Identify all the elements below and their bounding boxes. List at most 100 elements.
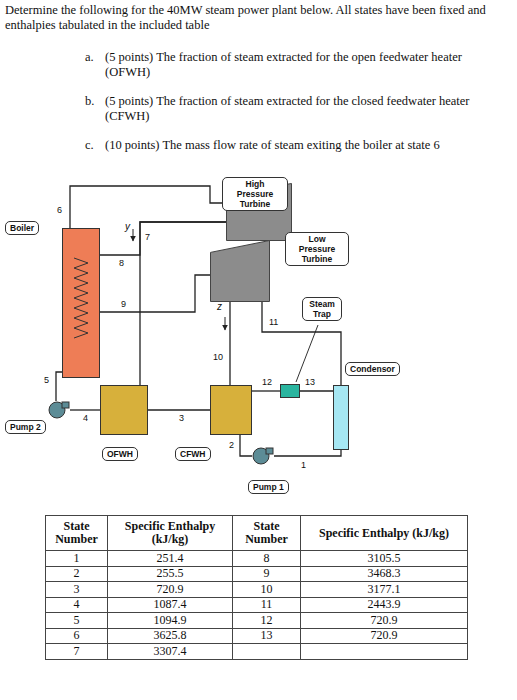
turbine-body <box>211 241 270 302</box>
table-value: 13 <box>261 629 273 642</box>
table-cell: 720.9 <box>300 612 468 629</box>
table-value: 10 <box>261 583 273 596</box>
state-number: 10 <box>212 352 224 362</box>
table-value: 5 <box>74 614 80 627</box>
component-label: OFWH <box>102 447 138 461</box>
pipe-connector <box>300 390 333 391</box>
table-value: 3625.8 <box>154 629 187 642</box>
table-value: 1087.4 <box>154 598 187 611</box>
pipe-connector <box>274 450 341 456</box>
question-text: (5 points) The fraction of steam extract… <box>105 50 495 80</box>
table-cell: 10 <box>232 581 301 598</box>
condenser-shape <box>333 385 349 450</box>
table-value: 720.9 <box>371 629 398 642</box>
pump: Pump 1 <box>252 447 274 465</box>
steam-trap-shape <box>280 384 300 398</box>
state-number: 2 <box>228 440 235 450</box>
question-text: (10 points) The mass flow rate of steam … <box>105 138 495 153</box>
pump-outlet <box>62 402 69 408</box>
table-cell <box>232 643 301 660</box>
table-value: 4 <box>74 598 80 611</box>
fraction-symbol: y <box>124 222 131 232</box>
table-value: 2443.9 <box>368 598 401 611</box>
table-cell: 2443.9 <box>300 597 468 614</box>
item-letter: b. <box>85 94 94 109</box>
table-cell <box>300 643 468 660</box>
table-cell: 720.9 <box>300 628 468 645</box>
pipe-connector <box>148 409 210 410</box>
item-letter: c. <box>85 138 94 153</box>
table-cell: 6 <box>45 628 108 645</box>
state-number: 13 <box>304 377 316 387</box>
table-cell: 8 <box>232 550 301 567</box>
boiler-body <box>63 229 100 378</box>
table-value: 1094.9 <box>154 614 187 627</box>
component-label: Low Pressure Turbine <box>285 232 349 266</box>
table-value: 251.4 <box>157 552 184 565</box>
table-cell: 5 <box>45 612 108 629</box>
table-value: 8 <box>264 552 270 565</box>
pipe-connector <box>70 409 100 410</box>
pipe-connector <box>240 435 252 456</box>
closed-feedwater-heater-shape <box>210 385 252 435</box>
table-cell: 3105.5 <box>300 550 468 567</box>
flow-arrow <box>133 229 134 241</box>
table-cell: 1094.9 <box>107 612 233 629</box>
table-cell: Specific Enthalpy (kJ/kg) <box>107 515 233 551</box>
state-number: 12 <box>261 377 273 387</box>
pump-outlet <box>266 448 273 454</box>
table-header: Specific Enthalpy (kJ/kg) <box>108 520 232 546</box>
table-value: 12 <box>261 614 273 627</box>
table-value: 7 <box>74 645 80 658</box>
pipe-connector <box>56 372 62 401</box>
state-number: 3 <box>178 413 185 423</box>
boiler: Boiler <box>62 228 100 378</box>
table-value: 1 <box>74 552 80 565</box>
low-pressure-turbine-shape <box>210 240 270 302</box>
component-label: CFWH <box>175 447 211 461</box>
table-cell: 12 <box>232 612 301 629</box>
table-cell: 3177.1 <box>300 581 468 598</box>
open-feedwater-heater: OFWH <box>100 385 148 435</box>
state-number: 4 <box>82 413 89 423</box>
table-cell: State Number <box>45 515 108 551</box>
table-value: 9 <box>264 567 270 580</box>
table-value: 3 <box>74 583 80 596</box>
table-value: 3307.4 <box>154 645 187 658</box>
state-number: 6 <box>56 205 63 215</box>
component-label: High Pressure Turbine <box>222 177 288 211</box>
table-cell: 3468.3 <box>300 566 468 583</box>
table-cell: 3 <box>45 581 108 598</box>
steam-trap: Steam Trap <box>280 384 300 398</box>
problem-statement: Determine the following for the 40MW ste… <box>5 3 495 33</box>
state-number: 8 <box>118 258 125 268</box>
table-value: 3177.1 <box>368 583 401 596</box>
table-cell: 1 <box>45 550 108 567</box>
table-cell: 4 <box>45 597 108 614</box>
table-value: 2 <box>74 567 80 580</box>
table-cell: 2 <box>45 566 108 583</box>
pipe-connector <box>140 222 226 385</box>
component-label: Boiler <box>5 221 39 235</box>
table-header: State Number <box>46 520 107 546</box>
closed-feedwater-heater: CFWH <box>210 385 252 435</box>
table-cell: 720.9 <box>107 581 233 598</box>
table-cell: 1087.4 <box>107 597 233 614</box>
boiler-coil <box>74 258 88 338</box>
fraction-symbol: z <box>216 302 223 312</box>
pipe-connector <box>100 222 226 255</box>
pump-shape <box>48 401 70 419</box>
state-number: 1 <box>300 460 307 470</box>
table-value: 720.9 <box>157 583 184 596</box>
table-value: 255.5 <box>157 567 184 580</box>
table-cell: 3625.8 <box>107 628 233 645</box>
table-cell: 251.4 <box>107 550 233 567</box>
table-cell: 11 <box>232 597 301 614</box>
table-value: 3468.3 <box>368 567 401 580</box>
component-label: Pump 1 <box>248 480 289 494</box>
boiler-shape <box>62 228 100 378</box>
flow-arrow <box>225 317 226 330</box>
pump-shape <box>252 447 274 465</box>
table-cell: Specific Enthalpy (kJ/kg) <box>300 515 468 551</box>
